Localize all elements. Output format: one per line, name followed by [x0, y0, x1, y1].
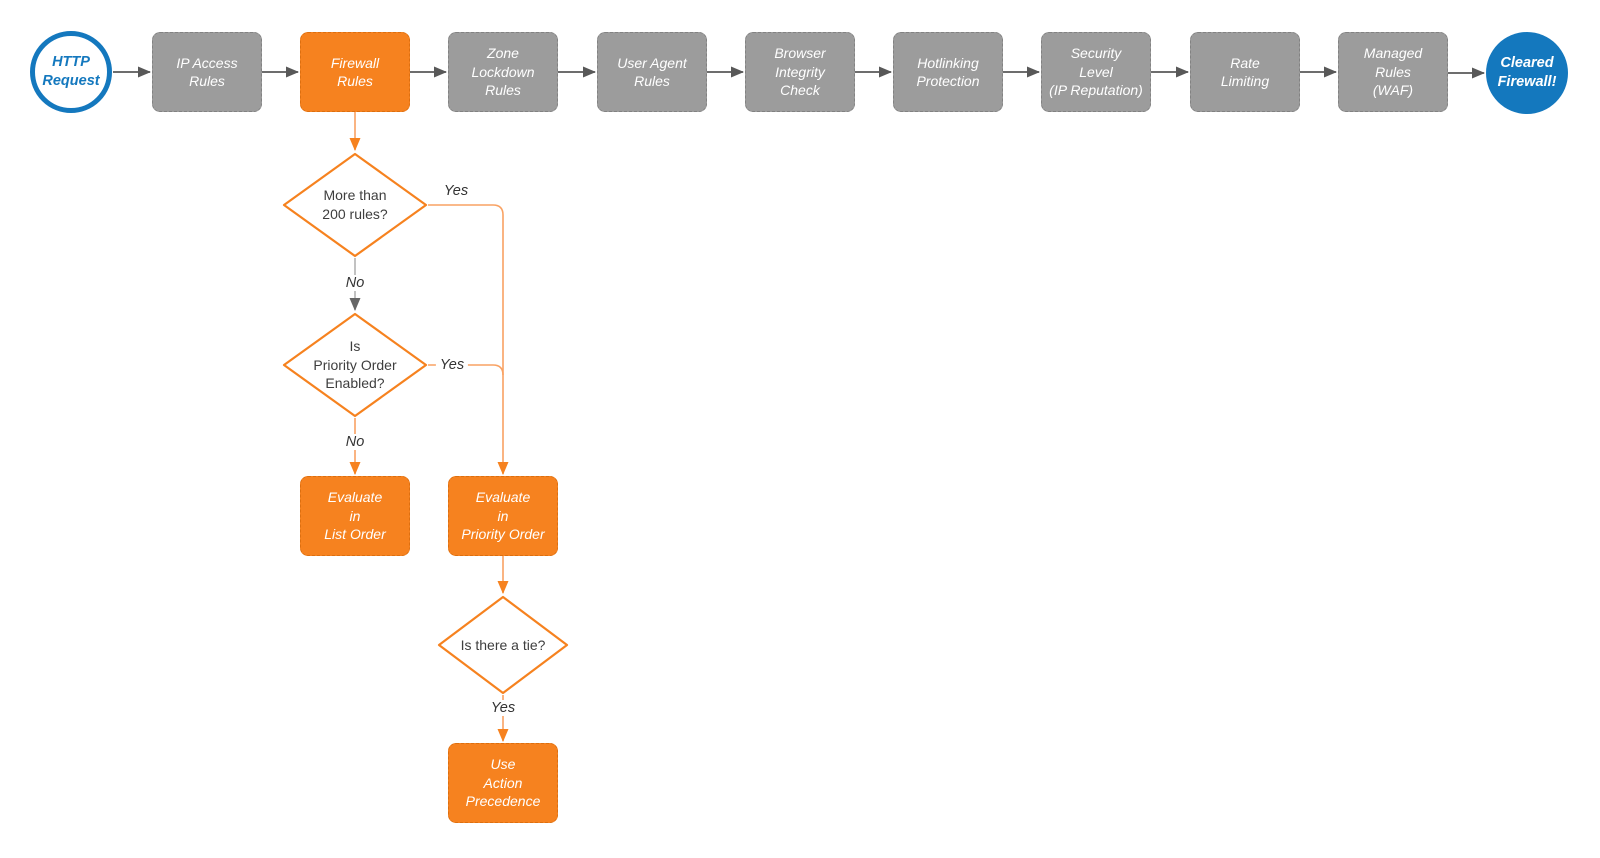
node-evaluate-list-order: Evaluate in List Order — [300, 476, 410, 556]
decision-label: Is there a tie? — [460, 636, 546, 653]
decision-more-than-200-rules: More than 200 rules? — [282, 152, 428, 258]
edge-label-yes-decision1: Yes — [443, 183, 469, 199]
node-label: Evaluate in Priority Order — [461, 489, 545, 543]
node-zone-lockdown-rules: Zone Lockdown Rules — [448, 32, 558, 112]
edge-label-no-decision2: No — [341, 434, 369, 450]
node-label: HTTP Request — [42, 54, 100, 89]
node-security-level: Security Level (IP Reputation) — [1041, 32, 1151, 112]
decision-priority-order-enabled: Is Priority Order Enabled? — [282, 312, 428, 418]
node-label: Rate Limiting — [1220, 54, 1270, 89]
node-label: Use Action Precedence — [465, 756, 541, 810]
node-http-request: HTTP Request — [30, 31, 112, 113]
node-label: Browser Integrity Check — [774, 45, 826, 99]
node-firewall-rules: Firewall Rules — [300, 32, 410, 112]
diamond-shape — [437, 595, 569, 695]
node-label: IP Access Rules — [176, 54, 238, 89]
node-evaluate-priority-order: Evaluate in Priority Order — [448, 476, 558, 556]
edge-label-no-decision1: No — [341, 275, 369, 291]
node-ip-access-rules: IP Access Rules — [152, 32, 262, 112]
node-label: Firewall Rules — [330, 54, 380, 89]
node-label: Cleared Firewall! — [1497, 55, 1557, 90]
decision-label: Is Priority Order Enabled? — [313, 337, 397, 392]
node-hotlinking-protection: Hotlinking Protection — [893, 32, 1003, 112]
diamond-shape — [282, 312, 428, 418]
diamond-shape — [282, 152, 428, 258]
node-label: Hotlinking Protection — [916, 54, 980, 89]
decision-is-there-a-tie: Is there a tie? — [437, 595, 569, 695]
edge-decision1-yes-to-priority — [428, 204, 509, 475]
decision-label: More than 200 rules? — [322, 187, 388, 222]
edge-label-yes-decision3: Yes — [486, 700, 520, 716]
node-browser-integrity-check: Browser Integrity Check — [745, 32, 855, 112]
node-managed-rules-waf: Managed Rules (WAF) — [1338, 32, 1448, 112]
node-label: Evaluate in List Order — [324, 489, 386, 543]
node-label: Managed Rules (WAF) — [1363, 45, 1423, 99]
node-cleared-firewall: Cleared Firewall! — [1486, 32, 1568, 114]
node-use-action-precedence: Use Action Precedence — [448, 743, 558, 823]
edge-label-yes-decision2: Yes — [435, 357, 469, 373]
node-label: User Agent Rules — [617, 54, 687, 89]
node-rate-limiting: Rate Limiting — [1190, 32, 1300, 112]
node-user-agent-rules: User Agent Rules — [597, 32, 707, 112]
node-label: Security Level (IP Reputation) — [1049, 45, 1143, 99]
node-label: Zone Lockdown Rules — [471, 45, 535, 99]
